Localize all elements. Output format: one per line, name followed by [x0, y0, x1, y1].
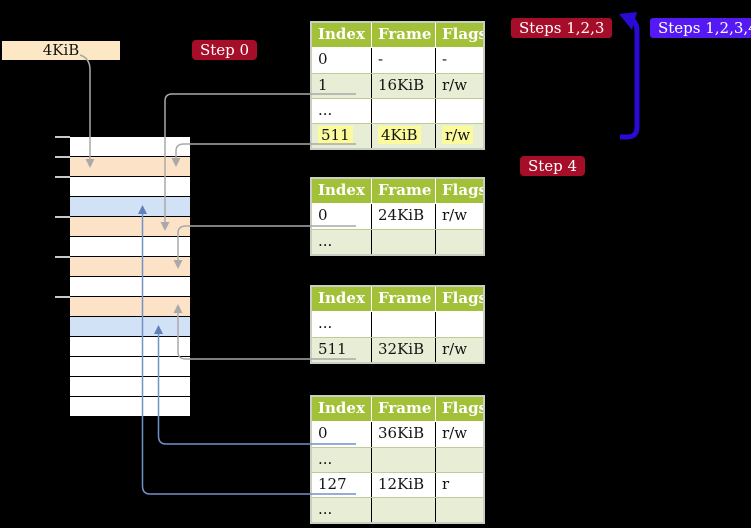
highlighted-value: r/w — [442, 126, 474, 144]
table-cell: 32KiB — [372, 338, 436, 362]
steps-123-label: Steps 1,2,3 — [511, 18, 613, 38]
table-header-cell: Index — [312, 287, 372, 311]
ruler-tick — [55, 296, 70, 298]
memory-frame-row — [70, 197, 190, 216]
table-cell — [372, 230, 436, 254]
table-cell: r/w — [442, 340, 468, 358]
table-header-cell: Flags — [442, 289, 483, 307]
table-cell: r/w — [436, 124, 483, 148]
table-header-cell: Flags — [442, 399, 483, 417]
table-header-cell: Flags — [442, 25, 483, 43]
table-cell: ... — [312, 498, 372, 522]
ruler-tick — [55, 136, 70, 138]
table-cell: 1 — [312, 74, 372, 98]
page-size-box: 4KiB — [2, 41, 120, 60]
memory-frame-row — [70, 337, 190, 356]
table-cell: 0 — [312, 204, 372, 229]
memory-frame-row — [70, 157, 190, 176]
table-cell: ... — [312, 99, 372, 123]
table-cell — [372, 312, 436, 337]
table-cell: 24KiB — [372, 204, 436, 229]
table-row: 511 4KiB r/w — [312, 123, 483, 148]
ruler-tick — [55, 156, 70, 158]
table-cell — [436, 99, 483, 123]
memory-frame-row — [70, 137, 190, 156]
table-header-cell: Flags — [442, 181, 483, 199]
table-row: ... — [312, 98, 483, 123]
memory-frame-row — [70, 317, 190, 336]
table-header-cell: Frame — [372, 397, 436, 421]
table-cell: r — [442, 475, 450, 493]
table-header-cell: Index — [312, 397, 372, 421]
table-cell: - — [442, 50, 448, 68]
table-cell: 0 — [312, 422, 372, 447]
table-cell: ... — [312, 230, 372, 254]
table-header-cell: Frame — [372, 179, 436, 203]
table-cell — [372, 99, 436, 123]
table-cell: r/w — [442, 76, 468, 94]
table-cell — [372, 498, 436, 522]
memory-frame-row — [70, 237, 190, 256]
arrow-steps-icon — [619, 12, 640, 140]
memory-frame-row — [70, 377, 190, 396]
table-header-cell: Index — [312, 23, 372, 47]
table-header-cell: Index — [312, 179, 372, 203]
memory-frame-row — [70, 277, 190, 296]
table-header-cell: Frame — [372, 287, 436, 311]
ruler-tick — [55, 256, 70, 258]
table-cell: r/w — [442, 424, 468, 442]
table-row: 0-- — [312, 48, 483, 73]
highlighted-value: 511 — [318, 126, 353, 144]
ruler-tick — [55, 216, 70, 218]
table-cell: 127 — [312, 473, 372, 497]
table-cell: 0 — [312, 48, 372, 73]
table-row: ... — [312, 447, 483, 472]
table-cell — [436, 498, 483, 522]
memory-frame-row — [70, 297, 190, 316]
table-row: ... — [312, 497, 483, 522]
table-cell: 4KiB — [372, 124, 436, 148]
table-cell: r/w — [442, 206, 468, 224]
memory-frame-row — [70, 257, 190, 276]
highlighted-value: 4KiB — [378, 126, 421, 144]
table-cell: 511 — [312, 338, 372, 362]
table-cell — [436, 230, 483, 254]
table-row: ... — [312, 312, 483, 337]
table-cell: ... — [312, 312, 372, 337]
table-cell: 12KiB — [372, 473, 436, 497]
memory-frame-row — [70, 357, 190, 376]
table-cell — [436, 448, 483, 472]
table-row: ... — [312, 229, 483, 254]
ruler-tick — [55, 176, 70, 178]
steps-1234-label: Steps 1,2,3,4 — [650, 18, 751, 38]
table-cell: ... — [312, 448, 372, 472]
table-cell: 16KiB — [372, 74, 436, 98]
memory-frame-row — [70, 217, 190, 236]
table-cell: 36KiB — [372, 422, 436, 447]
table-cell: 511 — [312, 124, 372, 148]
table-cell: - — [372, 48, 436, 73]
table-header-cell: Frame — [372, 23, 436, 47]
table-cell — [372, 448, 436, 472]
memory-frame-row — [70, 177, 190, 196]
step-4-label: Step 4 — [520, 156, 586, 176]
step-0-label: Step 0 — [192, 40, 258, 60]
physical-memory-column — [70, 137, 190, 417]
table-cell — [436, 312, 483, 337]
memory-frame-row — [70, 397, 190, 416]
